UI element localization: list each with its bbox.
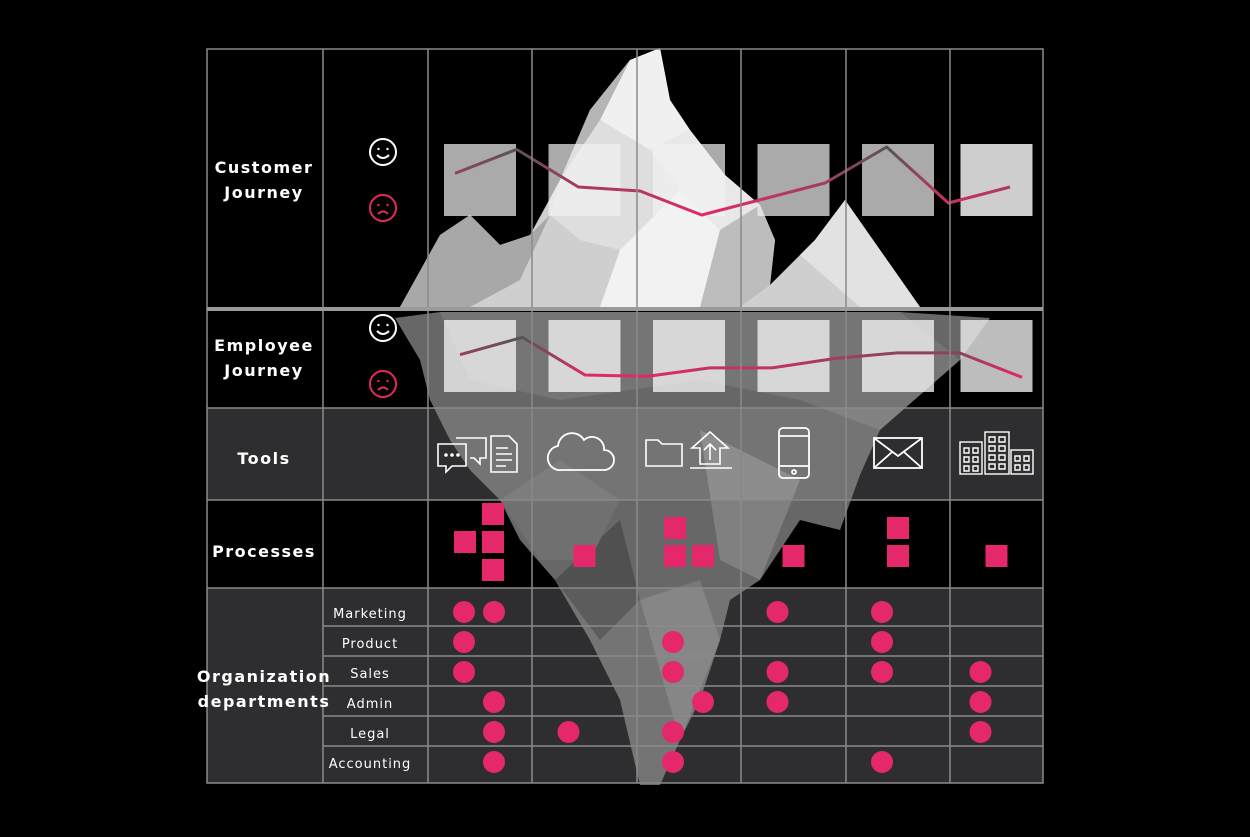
office-buildings-icon xyxy=(959,431,1034,475)
process-square xyxy=(887,545,909,567)
customer-touchpoint-box xyxy=(757,144,830,216)
department-dot-sales xyxy=(969,661,992,683)
customer-journey-polyline xyxy=(454,145,1011,217)
customer-journey-boxes xyxy=(444,144,1033,216)
process-square xyxy=(482,503,504,525)
employee-smiley-face-icon xyxy=(369,314,397,342)
department-dot-product xyxy=(453,631,475,653)
department-label-product: Product xyxy=(342,637,398,652)
employee-sad-face-icon xyxy=(369,370,397,398)
department-dot-admin xyxy=(766,691,789,713)
folder-upload-icon xyxy=(645,430,732,469)
process-square xyxy=(664,545,686,567)
department-dot-product xyxy=(662,631,684,653)
customer-touchpoint-box xyxy=(548,144,621,216)
department-dot-sales xyxy=(662,661,684,683)
department-dot-legal xyxy=(483,721,505,743)
process-squares xyxy=(454,503,1008,581)
process-square xyxy=(664,517,686,539)
department-dot-admin xyxy=(969,691,992,713)
employee-touchpoint-box xyxy=(653,320,725,392)
employee-touchpoint-box xyxy=(960,320,1033,392)
department-dot-accounting xyxy=(871,751,893,773)
department-dot-marketing xyxy=(871,601,893,623)
customer-journey-line xyxy=(454,145,1011,217)
department-label-admin: Admin xyxy=(347,697,393,712)
employee-touchpoint-box xyxy=(444,320,516,392)
department-dot-legal xyxy=(557,721,580,743)
employee-journey-label-line2: Journey xyxy=(223,361,303,380)
process-square xyxy=(985,545,1008,567)
department-dot-marketing xyxy=(453,601,475,623)
department-label-accounting: Accounting xyxy=(329,757,412,772)
department-dot-accounting xyxy=(483,751,505,773)
employee-touchpoint-box xyxy=(757,320,830,392)
department-dot-admin xyxy=(692,691,714,713)
department-dot-sales xyxy=(453,661,475,683)
employee-touchpoint-box xyxy=(548,320,621,392)
process-square xyxy=(454,531,476,553)
department-label-legal: Legal xyxy=(350,727,390,742)
smartphone-icon xyxy=(778,427,810,479)
department-dot-marketing xyxy=(483,601,505,623)
customer-journey-label-line1: Customer xyxy=(215,158,314,177)
processes-label: Processes xyxy=(212,542,316,561)
employee-journey-label-line1: Employee xyxy=(214,336,314,355)
envelope-icon xyxy=(873,437,923,469)
department-dots xyxy=(453,601,992,773)
department-dot-product xyxy=(871,631,893,653)
department-dot-sales xyxy=(871,661,893,683)
tools-label: Tools xyxy=(237,449,290,468)
department-label-marketing: Marketing xyxy=(333,607,407,622)
customer-smiley-face-icon xyxy=(369,138,397,166)
process-square xyxy=(573,545,596,567)
organization-label-line2: departments xyxy=(198,692,331,711)
customer-touchpoint-box xyxy=(960,144,1033,216)
customer-touchpoint-box xyxy=(653,144,725,216)
department-dot-marketing xyxy=(766,601,789,623)
organization-label-line1: Organization xyxy=(197,667,331,686)
department-dot-accounting xyxy=(662,751,684,773)
process-square xyxy=(482,531,504,553)
department-dot-admin xyxy=(483,691,505,713)
chat-bubbles-icon xyxy=(437,435,518,474)
outer-border xyxy=(206,48,1044,784)
process-square xyxy=(692,545,714,567)
department-dot-legal xyxy=(969,721,992,743)
department-label-sales: Sales xyxy=(350,667,390,682)
customer-touchpoint-box xyxy=(444,144,516,216)
department-dot-legal xyxy=(662,721,684,743)
cloud-icon xyxy=(546,432,615,472)
customer-journey-label-line2: Journey xyxy=(223,183,303,202)
process-square xyxy=(482,559,504,581)
process-square xyxy=(782,545,805,567)
process-square xyxy=(887,517,909,539)
department-dot-sales xyxy=(766,661,789,683)
customer-sad-face-icon xyxy=(369,194,397,222)
grid-lines xyxy=(206,48,1044,784)
